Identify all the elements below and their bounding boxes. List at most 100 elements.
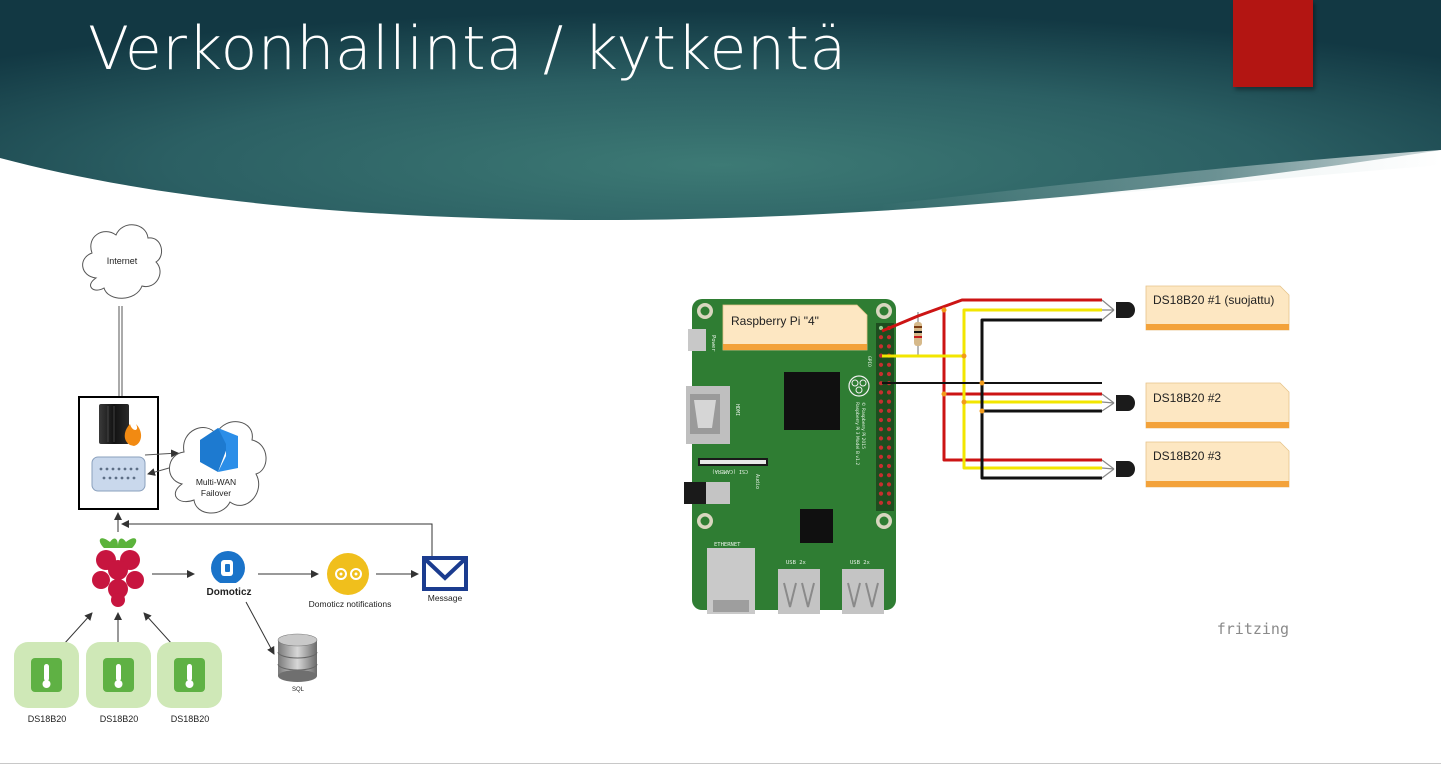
sensor-icon-3 [157,642,222,708]
gpio-pin [878,390,884,395]
slide-bottom-rule [0,763,1441,764]
sql-label: SQL [292,687,305,693]
message-label: Message [428,593,463,603]
header-background [0,0,1441,221]
camera-silkscreen: CSI (CAMERA) [712,468,748,474]
gpio-pin [878,473,884,478]
sensor-label-2: DS18B20 [100,714,139,724]
sensor-note-3-text: DS18B20 #3 [1153,449,1221,463]
ds18b20-sensor-1 [1101,299,1135,321]
power-connector [688,329,706,351]
router-icon [91,456,146,492]
sensor-to-pi-arrow [63,612,93,645]
wire-data-1 [882,308,1102,358]
slide-title: Verkonhallinta / kytkentä [88,14,847,84]
gpio-pin [878,325,884,331]
soc-chip [784,372,840,430]
gpio-pin [886,399,892,404]
usb-port-2 [842,569,884,614]
gpio-pin [886,454,892,459]
gpio-pin [886,463,892,469]
board-note: Raspberry Pi "4" [722,304,868,351]
gpio-pin [878,500,884,505]
gpio-pin [878,445,884,450]
audio-jack [684,482,706,504]
sensor-note-2-text: DS18B20 #2 [1153,391,1221,405]
gpio-header [876,323,894,511]
audio-silkscreen: Audio [754,474,760,489]
wire-data-bus [962,356,1102,470]
ds18b20-sensor-3 [1101,459,1135,479]
domoticz-logo-text: Domoticz [207,587,252,598]
gpio-pin [886,344,892,349]
usb1-silkscreen: USB 2x [786,560,807,566]
gpio-pin [878,417,884,423]
gpio-pin [878,427,884,432]
ds18b20-sensor-2 [1101,393,1135,412]
flame-icon [124,424,142,446]
failover-cloud: Multi-WAN Failover [169,421,267,514]
usb-port-1 [778,569,820,614]
raspberry-pi-logo [92,538,144,607]
gpio-pin [886,482,892,487]
wire-gnd-1 [980,318,1102,383]
gpio-pin [878,399,884,404]
gpio-pin [886,436,892,441]
gpio-pin [878,408,884,413]
gpio-pin [878,344,884,349]
sensor-label-1: DS18B20 [28,714,67,724]
accent-tab [1233,0,1313,87]
gpio-pin [886,427,892,432]
gpio-pin [878,491,884,496]
failover-arrow [144,449,179,458]
internet-cloud: Internet [82,224,163,299]
gpio-pin [886,473,892,478]
wire-gnd-bus [980,383,1102,480]
internet-label: Internet [107,256,138,266]
raspberry-silkscreen-icon [848,375,870,397]
power-silkscreen: Power [710,335,716,352]
failover-label-line2: Failover [201,488,231,498]
hdmi-silkscreen: HDMI [734,404,740,416]
gpio-pin [878,371,884,377]
sensor-note-1-text: DS18B20 #1 (suojattu) [1153,293,1274,307]
sensor-to-pi-arrow [143,612,173,645]
gpio-pin [886,417,892,423]
gpio-pin [886,371,892,377]
sensor-icon-2 [86,642,151,708]
message-to-firewall-arrow [121,520,433,556]
model-silkscreen-line1: Raspberry Pi 3 Model B v1.2 [854,402,860,465]
message-envelope-icon [422,556,468,591]
sensor-note-1: DS18B20 #1 (suojattu) [1145,285,1290,331]
fritzing-watermark: fritzing [1217,620,1289,638]
gpio-pin [878,436,884,441]
firewall-box [78,396,159,510]
gpio-pin [878,482,884,487]
azure-devops-icon [200,428,230,472]
gpio-pin [878,463,884,469]
ethernet-silkscreen: ETHERNET [714,542,741,548]
wire-vcc-bus [942,310,1102,462]
domoticz-logo: Domoticz [201,551,257,599]
gpio-pin [886,500,892,505]
wires [881,298,1102,480]
wire-vcc-1 [881,298,1102,333]
gpio-pin [878,362,884,367]
usb-chip [800,509,833,543]
gpio-pin [886,362,892,367]
domoticz-to-sql-arrow [245,601,275,655]
gpio-pin [878,454,884,459]
notifications-label: Domoticz notifications [309,599,392,609]
gpio-silkscreen: GPIO [866,356,872,367]
gpio-pin [886,491,892,496]
model-silkscreen-line2: © Raspberry Pi 2015 [860,402,867,449]
usb2-silkscreen: USB 2x [850,560,871,566]
sensor-label-3: DS18B20 [171,714,210,724]
board-note-text: Raspberry Pi "4" [731,314,819,328]
sql-database-icon [277,633,318,682]
resistor [914,312,922,356]
sensor-note-3: DS18B20 #3 [1145,441,1290,488]
notifications-gear-icon [327,553,369,595]
